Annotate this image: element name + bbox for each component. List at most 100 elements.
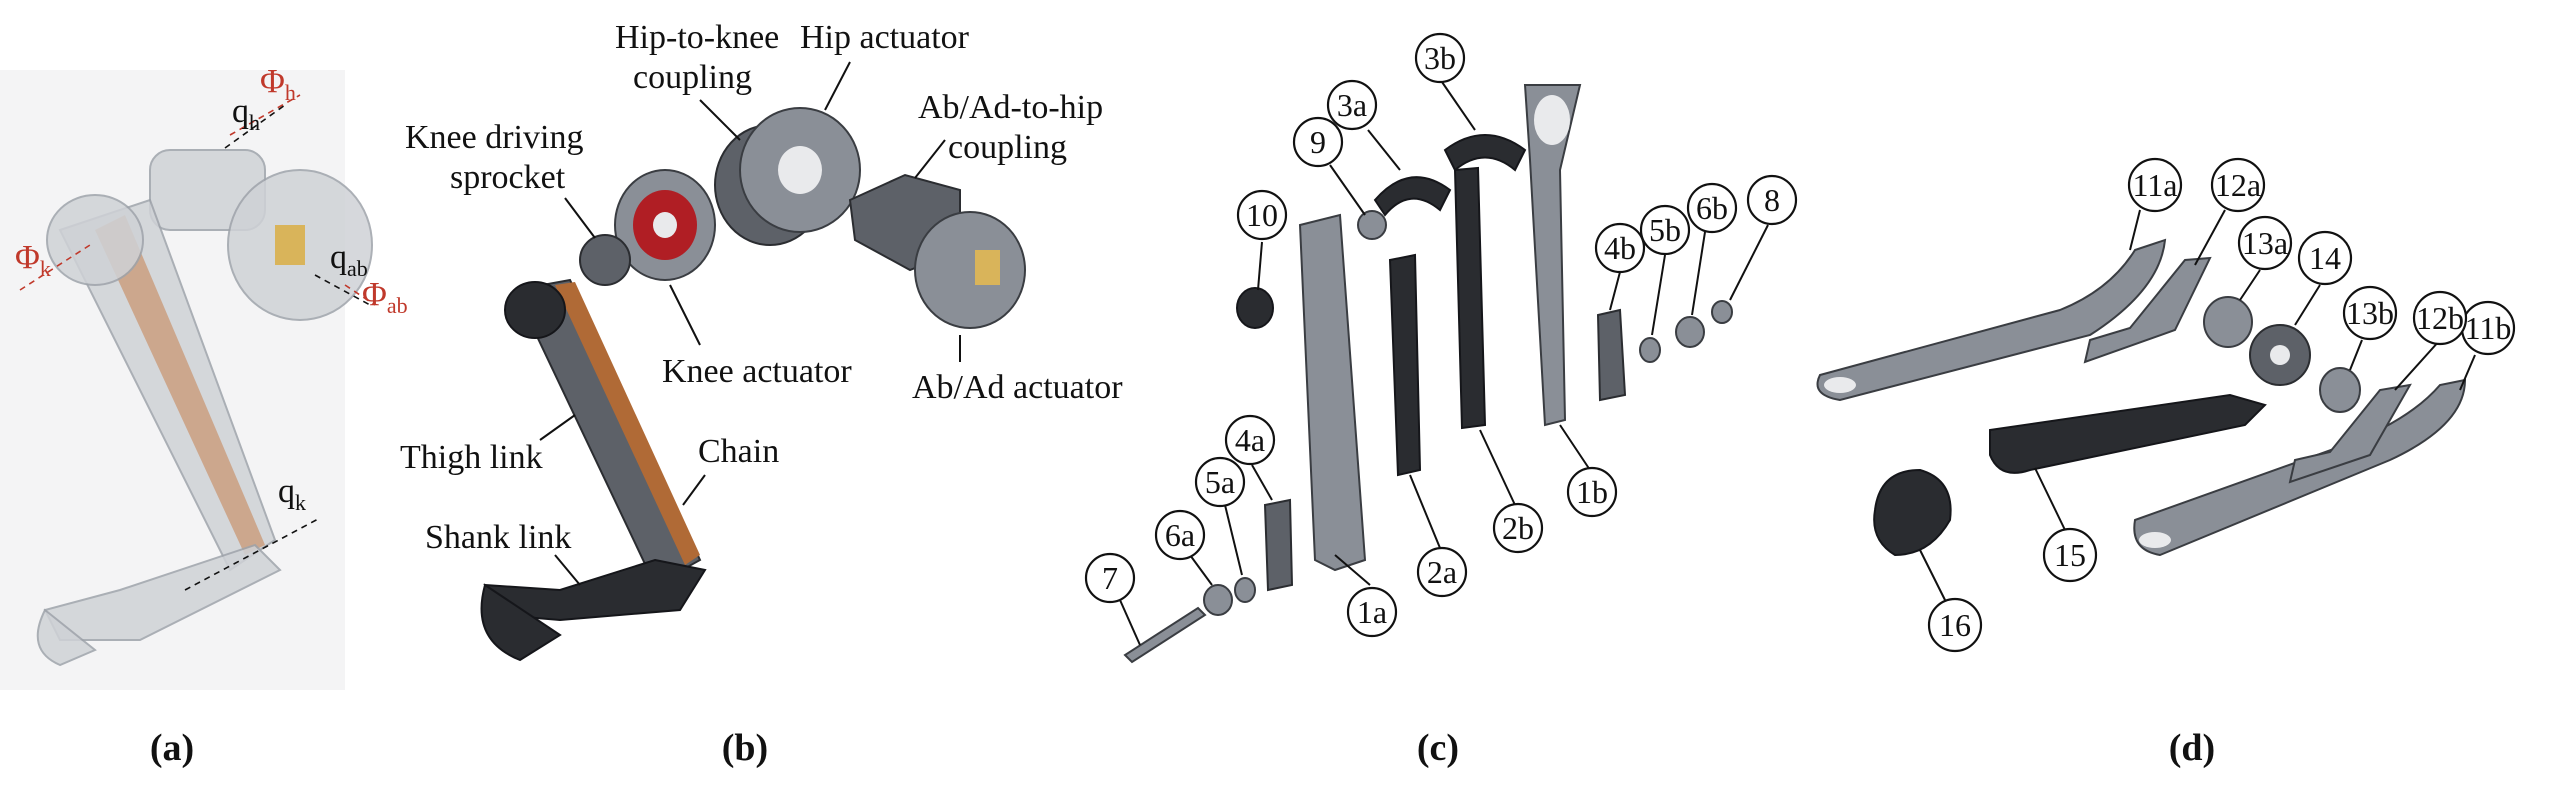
callout-12b <box>2412 290 2468 346</box>
svg-text:5a: 5a <box>1205 464 1235 500</box>
svg-text:4a: 4a <box>1235 422 1265 458</box>
svg-text:5b: 5b <box>1649 212 1681 248</box>
part-2b <box>1453 166 1487 430</box>
svg-text:1b: 1b <box>1576 474 1608 510</box>
label-abad-to-hip-1: Ab/Ad-to-hip <box>918 89 1103 126</box>
callout-16 <box>1927 597 1983 653</box>
callout-14 <box>2297 230 2353 286</box>
part-15 <box>1989 393 2267 474</box>
svg-text:10: 10 <box>1246 197 1278 233</box>
axis-q-h <box>224 104 286 149</box>
part-10 <box>1236 287 1274 329</box>
callout-2a <box>1416 546 1468 598</box>
part-16 <box>1873 468 1952 557</box>
callout-4b <box>1594 222 1646 274</box>
axis-q-k <box>184 517 321 591</box>
label-thigh-link: Thigh link <box>400 439 543 476</box>
label-hip-to-knee-1: Hip-to-knee <box>615 19 779 56</box>
svg-text:6b: 6b <box>1696 190 1728 226</box>
leader-hip-to-knee <box>699 99 741 141</box>
caption-c: (c) <box>1417 727 1459 769</box>
panel-c-callouts: 1a 1b 2a 2b 3a 3b 4a 4b 5a 5b 6a 6b <box>1084 32 1798 646</box>
svg-text:7: 7 <box>1102 560 1118 596</box>
part-1a <box>1298 213 1367 572</box>
label-q-h: qh <box>232 93 260 135</box>
callout-11a <box>2127 157 2183 213</box>
label-chain: Chain <box>698 433 779 470</box>
label-hip-to-knee-2: coupling <box>633 59 752 96</box>
svg-text:2b: 2b <box>1502 510 1534 546</box>
svg-text:6a: 6a <box>1165 517 1195 553</box>
label-shank-link: Shank link <box>425 519 571 556</box>
caption-b: (b) <box>722 727 768 769</box>
part-1b <box>1523 84 1582 427</box>
svg-text:13b: 13b <box>2346 295 2394 331</box>
label-abad-actuator: Ab/Ad actuator <box>912 369 1123 406</box>
label-abad-to-hip-2: coupling <box>948 129 1067 166</box>
label-q-k: qk <box>278 473 306 515</box>
svg-text:3b: 3b <box>1424 40 1456 76</box>
panel-c-exploded-thigh <box>1123 84 1733 664</box>
axis-phi-k <box>19 244 91 291</box>
callout-12a <box>2210 157 2266 213</box>
callout-10 <box>1236 189 1288 241</box>
part-13a <box>2203 296 2253 348</box>
svg-text:12a: 12a <box>2215 167 2261 203</box>
leader-knee-driving <box>564 197 596 239</box>
leader-knee-actuator <box>669 284 701 346</box>
label-hip-actuator: Hip actuator <box>800 19 970 56</box>
label-q-ab: qab <box>330 239 368 281</box>
svg-text:12b: 12b <box>2416 300 2464 336</box>
part-7 <box>1123 606 1207 664</box>
part-12a <box>2083 256 2212 364</box>
abad-connector <box>275 225 305 265</box>
knee-actuator-ghost <box>46 194 144 286</box>
label-phi-k: Φk <box>15 239 51 281</box>
part-4b <box>1596 308 1627 402</box>
callout-4a <box>1224 414 1276 466</box>
svg-text:8: 8 <box>1764 182 1780 218</box>
chain-ghost <box>95 215 265 555</box>
callout-13b <box>2342 285 2398 341</box>
leader-thigh-link <box>539 414 576 441</box>
label-phi-h: Φh <box>260 63 296 105</box>
chain-part <box>555 282 700 565</box>
callout-3a <box>1326 79 1378 131</box>
svg-text:11a: 11a <box>2132 167 2177 203</box>
panel-d-callouts: 11a 11b 12a 12b 13a 13b 14 15 16 <box>1919 157 2516 653</box>
part-13b <box>2319 367 2361 413</box>
label-knee-driving-2: sprocket <box>450 159 566 196</box>
part-5b <box>1639 337 1661 363</box>
part-8 <box>1711 300 1733 324</box>
part-3a <box>1373 176 1452 217</box>
callout-2b <box>1492 502 1544 554</box>
svg-text:16: 16 <box>1939 607 1971 643</box>
part-12b <box>2288 383 2412 484</box>
part-5a <box>1234 577 1256 603</box>
svg-text:14: 14 <box>2309 240 2341 276</box>
svg-text:1a: 1a <box>1357 594 1387 630</box>
leader-shank-link <box>554 554 581 586</box>
svg-text:15: 15 <box>2054 537 2086 573</box>
abad-actuator-part <box>914 211 1026 329</box>
part-2a <box>1388 253 1422 477</box>
svg-text:2a: 2a <box>1427 554 1457 590</box>
callout-6a <box>1154 509 1206 561</box>
callout-6b <box>1686 182 1738 234</box>
callout-8 <box>1746 174 1798 226</box>
caption-d: (d) <box>2169 727 2215 769</box>
part-4a <box>1263 498 1294 592</box>
label-knee-driving-1: Knee driving <box>405 119 583 156</box>
label-phi-ab: Φab <box>362 276 408 318</box>
foot-ghost <box>36 608 97 667</box>
callout-13a <box>2237 215 2293 271</box>
panel-b-exploded-leg <box>480 107 1026 662</box>
svg-text:13a: 13a <box>2242 225 2288 261</box>
callout-3b <box>1414 32 1466 84</box>
callout-15 <box>2042 527 2098 583</box>
part-6a <box>1203 584 1233 616</box>
svg-text:3a: 3a <box>1337 87 1367 123</box>
label-knee-actuator: Knee actuator <box>662 353 852 390</box>
svg-text:9: 9 <box>1310 124 1326 160</box>
